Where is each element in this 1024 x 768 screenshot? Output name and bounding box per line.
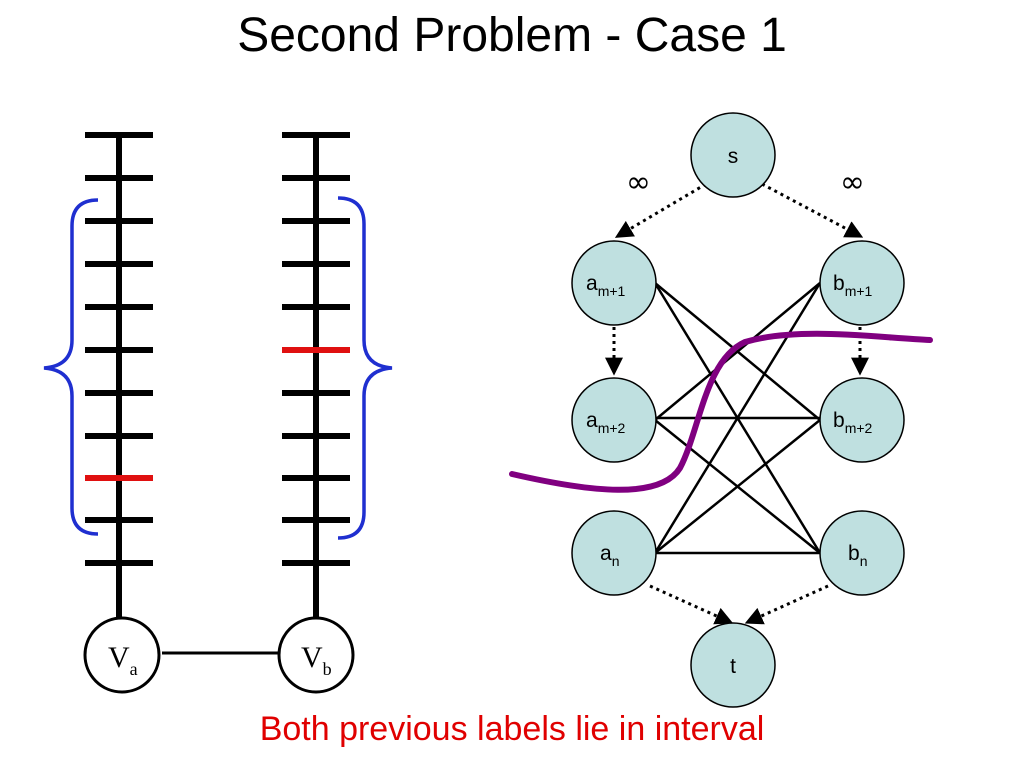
svg-text:Vb: Vb: [301, 641, 332, 679]
infinity-right: ∞: [840, 165, 865, 200]
cut-curve: [509, 330, 933, 493]
graph-nodes: s am+1 am+2 an bm+1 bm+2 bn t: [571, 112, 905, 708]
scale-b-ticks: [282, 132, 350, 566]
svg-text:bm+1: bm+1: [833, 272, 873, 299]
svg-text:Va: Va: [108, 641, 138, 679]
edge-s-bm1: [761, 182, 864, 238]
node-an: an: [571, 510, 657, 596]
node-bn-label: b: [848, 542, 860, 565]
vb-sub: b: [323, 659, 332, 679]
node-an-sub: n: [612, 553, 620, 569]
svg-text:am+1: am+1: [586, 272, 626, 299]
graph-edges: [653, 282, 822, 555]
edge-s-am1: [614, 182, 707, 238]
vb-label: V: [301, 641, 323, 674]
node-an-label: a: [600, 542, 612, 565]
node-bm2-label: b: [833, 409, 845, 432]
node-bn: bn: [819, 510, 905, 596]
svg-text:bn: bn: [848, 542, 867, 569]
brace-right: [337, 196, 393, 540]
va-label: V: [108, 641, 130, 674]
edge-bn-t: [744, 584, 829, 625]
edge: [653, 282, 822, 554]
node-am1-label: a: [586, 272, 598, 295]
scale-b: [282, 132, 393, 620]
slide-title: Second Problem - Case 1: [237, 9, 787, 62]
node-bm1-label: b: [833, 272, 845, 295]
edge-an-t: [649, 584, 734, 625]
infinity-left: ∞: [626, 165, 651, 200]
node-vb: Vb: [277, 616, 355, 694]
node-bn-sub: n: [860, 553, 868, 569]
edge: [654, 282, 821, 421]
node-t-label: t: [730, 655, 736, 678]
node-s: s: [690, 112, 776, 198]
svg-text:an: an: [600, 542, 619, 569]
brace-left: [43, 198, 99, 536]
svg-text:am+2: am+2: [586, 409, 626, 436]
scale-a-ticks: [85, 132, 153, 566]
node-am2-label: a: [586, 409, 598, 432]
node-am1-sub: m+1: [598, 283, 626, 299]
node-am1: am+1: [571, 240, 657, 326]
node-bm2: bm+2: [819, 377, 905, 463]
node-t: t: [690, 622, 776, 708]
node-bm1: bm+1: [819, 240, 905, 326]
node-bm1-sub: m+1: [845, 283, 873, 299]
svg-text:bm+2: bm+2: [833, 409, 873, 436]
va-sub: a: [130, 659, 138, 679]
node-va: Va: [83, 616, 161, 694]
node-am2: am+2: [571, 377, 657, 463]
caption: Both previous labels lie in interval: [259, 710, 765, 748]
edge: [654, 419, 821, 554]
node-s-label: s: [728, 145, 739, 168]
node-am2-sub: m+2: [598, 420, 626, 436]
scale-a: [43, 132, 153, 620]
node-bm2-sub: m+2: [845, 420, 873, 436]
